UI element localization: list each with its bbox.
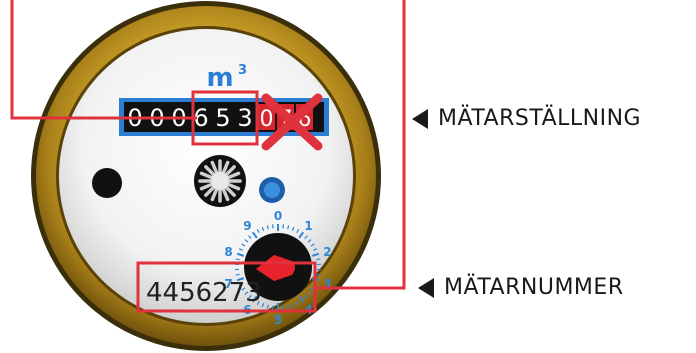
gear-tooth bbox=[223, 184, 236, 197]
black-dot bbox=[92, 168, 122, 198]
callout-reading: MÄTARSTÄLLNING bbox=[412, 106, 641, 131]
gear-icon bbox=[194, 155, 246, 207]
dial-tick bbox=[256, 300, 260, 305]
gear-tooth bbox=[199, 171, 215, 180]
gear-tooth bbox=[210, 160, 219, 176]
gear-tooth bbox=[210, 186, 219, 202]
dial-tick bbox=[235, 258, 240, 261]
gear-tooth bbox=[221, 160, 230, 176]
dial-tick bbox=[248, 295, 252, 299]
dial-tick bbox=[298, 231, 305, 239]
unit-label: m bbox=[206, 63, 233, 93]
dial-tick bbox=[307, 239, 312, 243]
gear-tooth bbox=[221, 186, 230, 202]
dial-tick bbox=[298, 295, 305, 303]
dial-tick bbox=[311, 252, 320, 257]
dial-tick bbox=[238, 283, 243, 286]
dial-tick bbox=[266, 225, 269, 230]
arrow-left-icon bbox=[412, 108, 428, 129]
callout-reading-label: MÄTARSTÄLLNING bbox=[438, 106, 642, 131]
dial-tick bbox=[248, 235, 252, 239]
dial-tick bbox=[287, 304, 290, 309]
dial-number: 1 bbox=[304, 219, 312, 233]
dial-tick bbox=[241, 243, 246, 247]
dial-tick bbox=[236, 252, 245, 257]
gear-tooth bbox=[225, 171, 241, 180]
dial-tick bbox=[287, 225, 290, 230]
dial-tick bbox=[307, 291, 312, 295]
dial-tick bbox=[236, 277, 245, 282]
dial-tick bbox=[244, 291, 249, 295]
dial-tick bbox=[244, 239, 249, 243]
dial-number: 9 bbox=[243, 219, 251, 233]
serial-connector-line bbox=[315, 0, 406, 290]
dial-tick bbox=[272, 224, 274, 229]
reading-connector-line bbox=[10, 0, 197, 120]
dial-tick bbox=[251, 231, 258, 239]
dial-tick bbox=[251, 295, 258, 303]
dial-tick bbox=[238, 248, 243, 251]
dial-tick bbox=[256, 229, 260, 234]
dial-tick bbox=[291, 226, 295, 231]
gear-tooth bbox=[199, 182, 215, 191]
arrow-left-icon bbox=[418, 277, 434, 298]
gear-tooth bbox=[204, 184, 217, 197]
gear-hub bbox=[211, 172, 229, 190]
callout-number: MÄTARNUMMER bbox=[418, 275, 624, 300]
dial-tick bbox=[261, 226, 265, 231]
dial-tick bbox=[310, 243, 315, 247]
dial-tick bbox=[304, 235, 308, 239]
dial-tick bbox=[296, 229, 300, 234]
dial-tick bbox=[316, 258, 321, 261]
dial-tick bbox=[313, 248, 318, 251]
blue-indicator-dot-highlight bbox=[264, 182, 280, 198]
callout-number-label: MÄTARNUMMER bbox=[444, 275, 624, 300]
dial-number: 0 bbox=[274, 209, 282, 223]
dial-tick bbox=[296, 300, 300, 305]
dial-number: 3 bbox=[323, 277, 331, 291]
serial-number: 4456273 bbox=[146, 278, 262, 308]
dial-tick bbox=[304, 295, 308, 299]
dial-number: 8 bbox=[224, 245, 232, 259]
cross-out-icon bbox=[261, 93, 323, 151]
dial-tick bbox=[266, 304, 269, 309]
dial-tick bbox=[261, 303, 265, 308]
dial-tick bbox=[235, 273, 240, 276]
dial-tick bbox=[316, 273, 321, 276]
decimal-digit: 0 bbox=[260, 107, 274, 132]
dial-tick bbox=[291, 303, 295, 308]
decimal-digit-bg bbox=[258, 104, 275, 130]
reading-digit: 3 bbox=[237, 104, 252, 132]
dial-tick bbox=[272, 305, 274, 310]
reading-digit: 6 bbox=[193, 104, 208, 132]
unit-exponent: 3 bbox=[238, 63, 247, 78]
gear-tooth bbox=[223, 165, 236, 178]
dial-number: 7 bbox=[224, 277, 232, 291]
dial-tick bbox=[282, 305, 284, 310]
dial-tick bbox=[241, 287, 246, 291]
reading-digit: 5 bbox=[215, 104, 230, 132]
dial-number: 2 bbox=[323, 245, 331, 259]
dial-number: 5 bbox=[274, 313, 282, 327]
gear-tooth bbox=[204, 165, 217, 178]
gear-tooth bbox=[225, 182, 241, 191]
dial-tick bbox=[282, 224, 284, 229]
